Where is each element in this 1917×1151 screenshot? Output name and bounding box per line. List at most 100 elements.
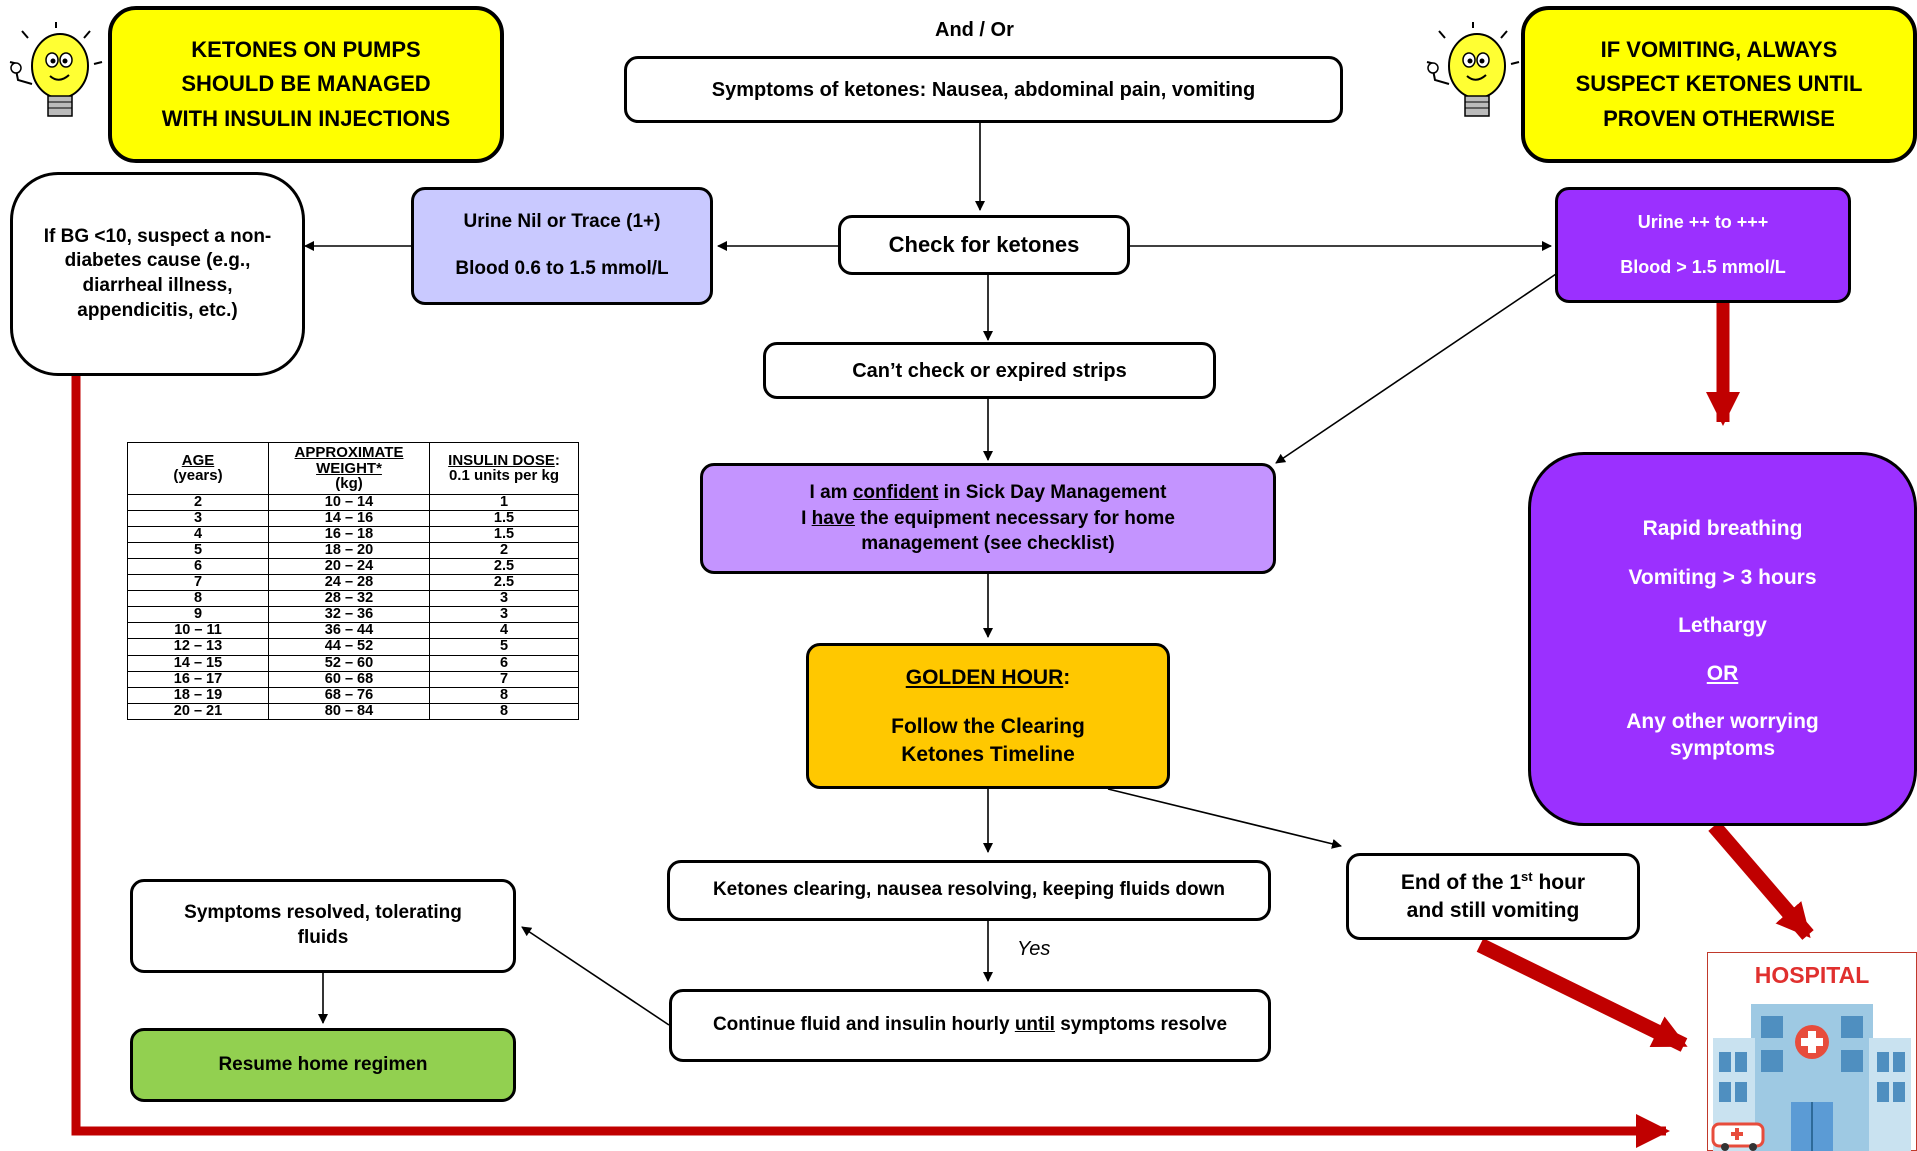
table-cell: 8 xyxy=(127,591,269,608)
callout-vomiting-line: PROVEN OTHERWISE xyxy=(1603,105,1835,131)
lightbulb-icon xyxy=(9,22,103,117)
table-cell: 7 xyxy=(429,671,579,688)
table-cell: 12 – 13 xyxy=(127,639,269,656)
high-blood-text: Blood > 1.5 mmol/L xyxy=(1620,257,1786,277)
table-cell: 20 – 21 xyxy=(127,703,269,720)
table-cell: 6 xyxy=(127,559,269,576)
table-cell: 5 xyxy=(429,639,579,656)
table-cell: 1.5 xyxy=(429,526,579,544)
table-cell: 32 – 36 xyxy=(268,607,430,624)
arrow-golden-endhour xyxy=(1107,788,1342,849)
table-cell: 10 – 14 xyxy=(268,494,430,511)
bg-note-text: If BG <10, suspect a non-diabetes cause … xyxy=(43,225,272,321)
node-golden-hour: GOLDEN HOUR: Follow the Clearing Ketones… xyxy=(806,643,1170,789)
table-cell: 7 xyxy=(127,575,269,592)
node-end-hour: End of the 1st hour and still vomiting xyxy=(1346,853,1640,940)
table-cell: 10 – 11 xyxy=(127,623,269,640)
table-cell: 4 xyxy=(127,526,269,544)
table-cell: 14 – 16 xyxy=(268,510,430,527)
header-dose: INSULIN DOSE: 0.1 units per kg xyxy=(429,442,579,495)
low-blood-text: Blood 0.6 to 1.5 mmol/L xyxy=(455,258,669,279)
severe-line-1: Rapid breathing xyxy=(1642,517,1803,541)
callout-pumps-line: KETONES ON PUMPS xyxy=(191,37,421,63)
severe-line-4: OR xyxy=(1706,662,1739,685)
low-urine-text: Urine Nil or Trace (1+) xyxy=(463,211,661,233)
continue-text: Continue fluid and insulin hourly until … xyxy=(712,1014,1228,1036)
red-arrow-severe-hospital xyxy=(1708,821,1814,940)
red-arrow-endhour-hospital xyxy=(1476,938,1688,1052)
arrow-high-confident xyxy=(1275,273,1557,464)
confident-line-3: management (see checklist) xyxy=(861,533,1115,555)
confident-line-1: I am confident in Sick Day Management xyxy=(809,482,1167,504)
table-cell: 16 – 17 xyxy=(127,671,269,688)
table-cell: 2.5 xyxy=(429,559,579,576)
severe-line-5: Any other worrying symptoms xyxy=(1626,710,1819,760)
severe-line-3: Lethargy xyxy=(1678,613,1767,637)
hospital-icon: HOSPITAL xyxy=(1707,952,1917,1151)
arrow-continue-resolved xyxy=(521,926,670,1026)
table-cell: 60 – 68 xyxy=(268,671,430,688)
confident-line-2: I have the equipment necessary for home xyxy=(801,507,1175,529)
high-urine-text: Urine ++ to +++ xyxy=(1637,211,1769,232)
table-cell: 5 xyxy=(127,542,269,560)
node-bg-note: If BG <10, suspect a non-diabetes cause … xyxy=(10,172,305,376)
table-cell: 28 – 32 xyxy=(268,591,430,608)
table-cell: 8 xyxy=(429,703,579,720)
node-check-text: Check for ketones xyxy=(888,231,1080,257)
node-symptoms-text: Symptoms of ketones: Nausea, abdominal p… xyxy=(711,78,1256,101)
table-cell: 52 – 60 xyxy=(268,655,430,672)
node-severe: Rapid breathing Vomiting > 3 hours Letha… xyxy=(1528,452,1917,826)
callout-pumps-line: WITH INSULIN INJECTIONS xyxy=(161,105,451,131)
node-resume: Resume home regimen xyxy=(130,1028,516,1102)
hospital-label: HOSPITAL xyxy=(1754,962,1870,988)
node-continue: Continue fluid and insulin hourly until … xyxy=(669,989,1271,1062)
header-age: AGE (years) xyxy=(127,442,269,495)
callout-vomiting: IF VOMITING, ALWAYS SUSPECT KETONES UNTI… xyxy=(1521,6,1917,163)
table-cell: 2 xyxy=(429,542,579,560)
resolved-text: Symptoms resolved, tolerating fluids xyxy=(184,902,462,948)
node-resolved: Symptoms resolved, tolerating fluids xyxy=(130,879,516,973)
table-cell: 1 xyxy=(429,494,579,511)
table-cell: 80 – 84 xyxy=(268,703,430,720)
table-cell: 2.5 xyxy=(429,575,579,592)
end-hour-line-2: and still vomiting xyxy=(1406,898,1580,922)
insulin-dose-table: AGE (years) APPROXIMATE WEIGHT* (kg) INS… xyxy=(127,442,579,720)
table-cell: 14 – 15 xyxy=(127,655,269,672)
resume-text: Resume home regimen xyxy=(218,1053,428,1075)
table-cell: 18 – 19 xyxy=(127,687,269,704)
lightbulb-icon xyxy=(1426,22,1520,117)
table-cell: 4 xyxy=(429,623,579,640)
table-cell: 68 – 76 xyxy=(268,687,430,704)
callout-pumps-line: SHOULD BE MANAGED xyxy=(181,71,431,97)
table-cell: 44 – 52 xyxy=(268,639,430,656)
severe-line-2: Vomiting > 3 hours xyxy=(1628,565,1817,589)
node-high-ketones: Urine ++ to +++ Blood > 1.5 mmol/L xyxy=(1555,187,1851,303)
clearing-text: Ketones clearing, nausea resolving, keep… xyxy=(712,879,1226,901)
end-hour-line-1: End of the 1st hour xyxy=(1400,869,1586,895)
node-symptoms: Symptoms of ketones: Nausea, abdominal p… xyxy=(624,56,1343,123)
table-cell: 24 – 28 xyxy=(268,575,430,592)
table-cell: 8 xyxy=(429,687,579,704)
callout-vomiting-line: IF VOMITING, ALWAYS xyxy=(1600,37,1838,63)
table-cell: 1.5 xyxy=(429,510,579,527)
golden-hour-title: GOLDEN HOUR: xyxy=(905,666,1071,690)
table-cell: 3 xyxy=(429,591,579,608)
red-arrow-bg-hospital xyxy=(71,376,1670,1148)
golden-hour-body: Follow the Clearing Ketones Timeline xyxy=(891,715,1085,766)
table-cell: 36 – 44 xyxy=(268,623,430,640)
callout-vomiting-line: SUSPECT KETONES UNTIL xyxy=(1575,71,1863,97)
and-or-label: And / Or xyxy=(935,19,1014,41)
table-cell: 16 – 18 xyxy=(268,526,430,544)
node-cant-check: Can’t check or expired strips xyxy=(763,342,1216,399)
